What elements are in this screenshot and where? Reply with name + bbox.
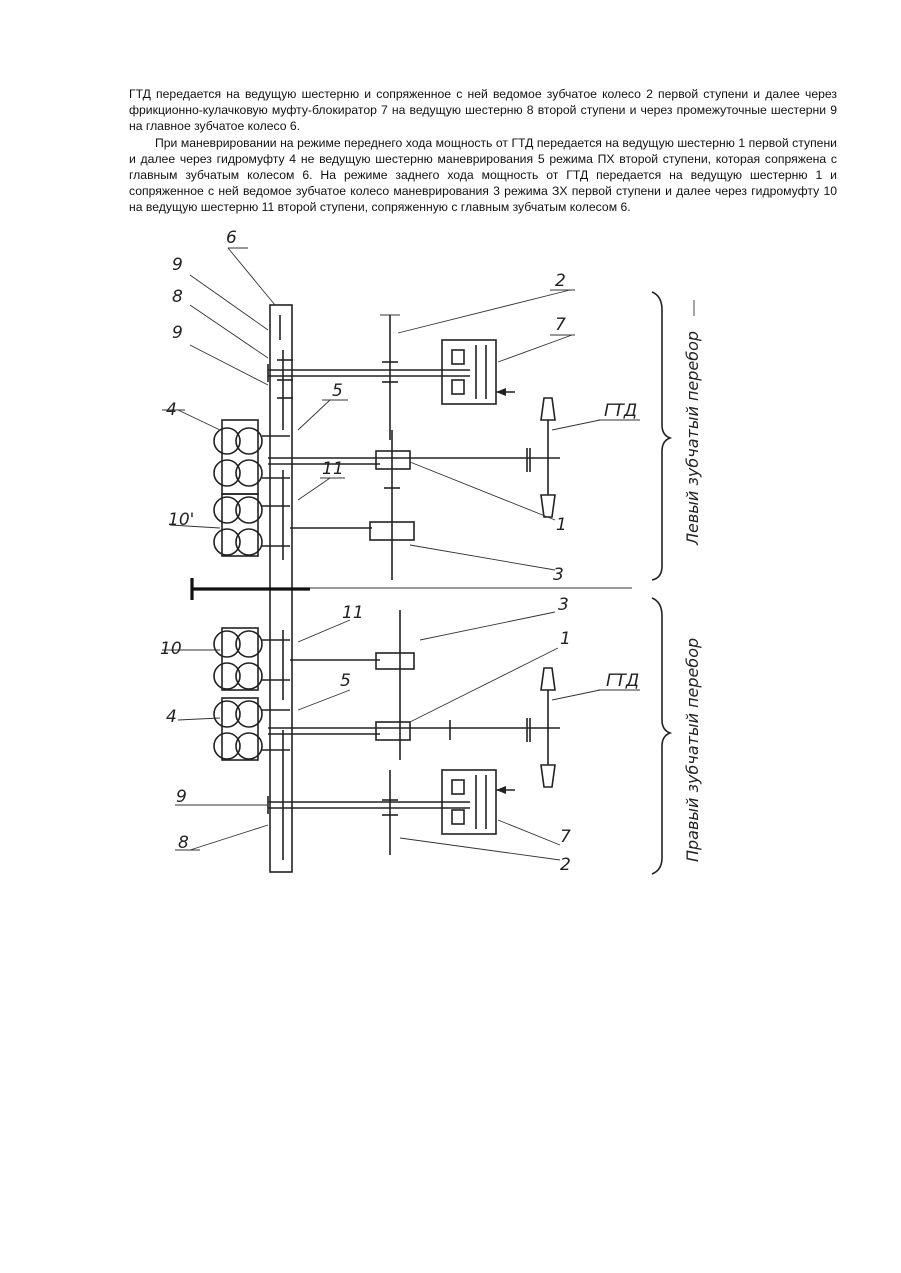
label-11-top: 11	[322, 459, 344, 479]
bottom-hydro-coupling-10	[214, 628, 290, 690]
top-gear-wheel-2	[380, 315, 400, 440]
label-gtd-top: ГТД	[604, 401, 637, 421]
label-5-top: 5	[332, 381, 343, 401]
label-2-bottom: 2	[560, 855, 571, 875]
brace-left-train	[652, 292, 670, 580]
label-4-top: 4	[166, 400, 177, 420]
label-3-bottom: 3	[558, 595, 569, 615]
label-9-mid: 9	[172, 323, 183, 343]
label-3-top: 3	[553, 565, 564, 585]
brace-right-train	[652, 598, 670, 874]
label-10-top: 10'	[168, 510, 194, 530]
top-clutch-7	[442, 340, 515, 404]
bottom-shaft-8-7	[268, 770, 470, 855]
label-1-bottom: 1	[560, 629, 571, 649]
top-hydro-coupling-10	[214, 494, 290, 556]
label-7-top: 7	[555, 315, 566, 335]
top-gear-wheel-1-3	[290, 430, 414, 580]
label-2-top: 2	[555, 271, 566, 291]
top-gtd-shaft	[268, 398, 560, 517]
label-4-bottom: 4	[166, 707, 177, 727]
top-shaft-8-7	[268, 364, 470, 382]
label-gtd-bottom: ГТД	[606, 671, 639, 691]
label-6: 6	[226, 228, 237, 248]
label-9-bottom: 9	[176, 787, 187, 807]
label-7-bottom: 7	[560, 827, 571, 847]
label-8-top: 8	[172, 287, 183, 307]
label-5-bottom: 5	[340, 671, 351, 691]
label-1-top: 1	[556, 515, 567, 535]
bottom-hydro-coupling-4	[214, 698, 290, 760]
caption-left-gear-train: Левый зубчатый перебор	[683, 331, 702, 546]
label-10-bottom: 10	[160, 639, 182, 659]
caption-right-gear-train: Правый зубчатый перебор	[683, 638, 702, 862]
label-11-bottom: 11	[342, 603, 364, 623]
label-8-bottom: 8	[178, 833, 189, 853]
bottom-gtd-shaft	[268, 668, 560, 787]
label-9-top: 9	[172, 255, 183, 275]
bottom-shaft-11	[290, 610, 414, 700]
top-hydro-coupling-4	[214, 420, 290, 494]
